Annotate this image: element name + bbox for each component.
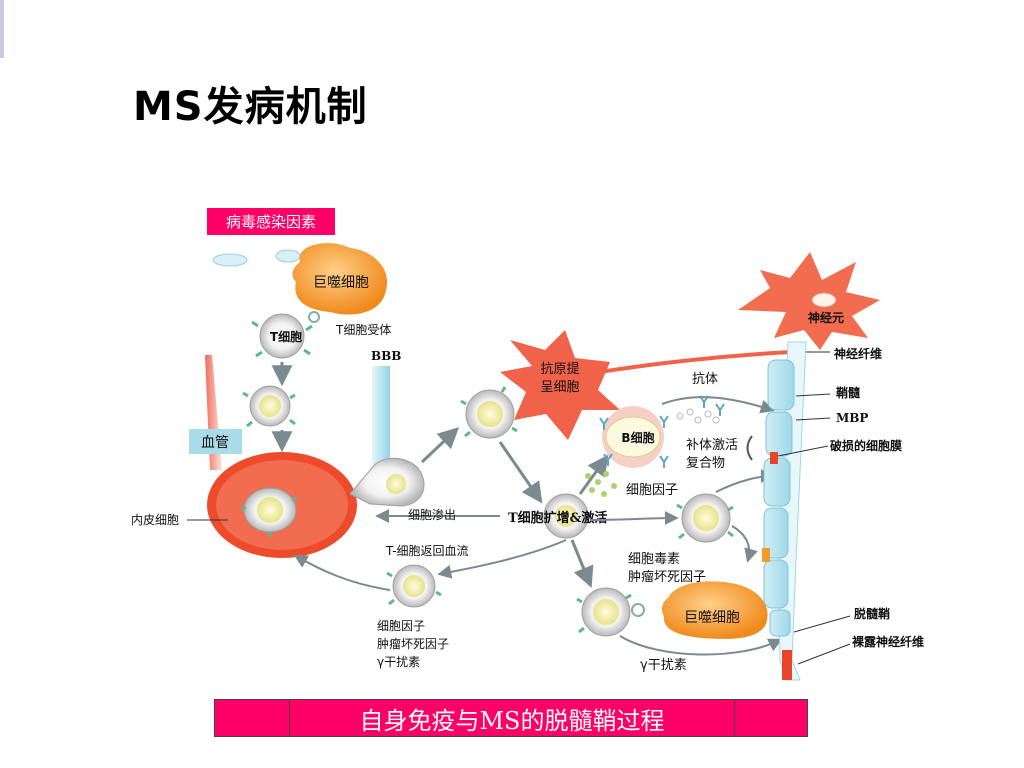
complement-bracket <box>746 435 753 461</box>
page-title: MS发病机制 <box>133 84 368 130</box>
arrow-extravasation <box>420 427 460 464</box>
slide-edge-accent <box>0 0 4 58</box>
arrow-to-vessel <box>293 554 391 591</box>
apc-dendrite <box>599 350 791 374</box>
t-cell-bottom <box>576 587 632 637</box>
virus-label: 病毒感染因素 <box>226 213 316 231</box>
nerve-fiber-label: 神经纤维 <box>834 346 882 361</box>
t-cell-top <box>251 313 313 359</box>
antibody-label: 抗体 <box>692 372 718 387</box>
arrow-to-expansion <box>498 441 543 504</box>
arrow-to-b-cell <box>578 454 609 495</box>
neuron-label: 神经元 <box>808 310 844 325</box>
t-cell-return-label: T-细胞返回血流 <box>385 544 469 558</box>
nerve-fiber-axon <box>762 341 807 681</box>
cytotoxin-label-1: 细胞毒素 <box>628 552 680 567</box>
macrophage-top-shape <box>292 243 388 315</box>
bare-fiber-label: 裸露神经纤维 <box>852 634 924 649</box>
t-cell-label: T细胞 <box>270 329 302 344</box>
caption-cell-left <box>215 700 290 736</box>
caption-bar: 自身免疫与MS的脱髓鞘过程 <box>214 699 808 737</box>
virus-icon <box>212 249 301 267</box>
damaged-membrane-label: 破损的细胞膜 <box>830 438 902 453</box>
neuron-body <box>738 252 880 350</box>
arrow-macrophage-axon <box>619 635 783 656</box>
blood-vessel-label-box <box>189 429 242 454</box>
macrophage-bottom-label: 巨噬细胞 <box>684 610 740 626</box>
cytokine-mid-label: 细胞因子 <box>626 483 678 498</box>
blood-vessel-label: 血管 <box>201 435 229 451</box>
interferon-bottom-label: γ干扰素 <box>640 658 687 673</box>
b-cell-label: B细胞 <box>621 430 654 445</box>
cytokines-left-2: 肿瘤坏死因子 <box>377 636 449 651</box>
cell-infiltration-label: 细胞渗出 <box>408 507 456 522</box>
arrow-cytotoxin <box>731 525 758 563</box>
t-cell-activated <box>460 386 518 439</box>
damaged-membrane-pointer <box>777 445 829 457</box>
caption-cell-right <box>734 700 807 736</box>
cytotoxin-label-2: 肿瘤坏死因子 <box>628 569 706 585</box>
caption-text: 自身免疫与MS的脱髓鞘过程 <box>359 706 665 735</box>
receptor-dot-icon <box>308 311 320 323</box>
bare-fiber-pointer <box>797 643 851 665</box>
arrow-return <box>437 539 567 579</box>
macrophage-bottom-shape <box>661 581 768 639</box>
endothelial-cross-section <box>207 452 357 558</box>
myelin-label: 鞘髓 <box>836 385 861 400</box>
complement-label-2: 复合物 <box>686 456 725 471</box>
myelin-pointer <box>795 393 831 397</box>
t-cell-receptor-label: T细胞受体 <box>335 323 391 337</box>
complement-dots <box>676 408 720 424</box>
t-cell-expansion <box>543 493 589 539</box>
demyelination-pointer <box>793 615 851 633</box>
cytokines-left-3: γ干扰素 <box>377 655 420 669</box>
demyelination-label: 脱髓鞘 <box>854 606 890 621</box>
t-cell-expansion-label: T细胞扩增&激活 <box>508 510 607 526</box>
complement-label-1: 补体激活 <box>686 438 738 453</box>
t-cell-rolling <box>242 385 296 428</box>
apc-label-line1: 抗原提 <box>540 361 579 377</box>
virus-label-box <box>207 208 335 235</box>
t-cell-right <box>676 493 734 543</box>
mbp-label: MBP <box>836 411 868 425</box>
arrow-antibody <box>661 396 775 414</box>
arrow-to-right-cell <box>589 511 679 526</box>
arrow-to-cytotoxic <box>570 539 594 588</box>
endothelial-cell-label: 内皮细胞 <box>131 513 179 527</box>
t-cell-returning <box>386 564 442 608</box>
macrophage-top-label: 巨噬细胞 <box>313 275 369 291</box>
cytokine-dots <box>585 471 617 497</box>
apc-label-line2: 呈细胞 <box>540 380 579 395</box>
receptor-dot-icon-2 <box>631 603 645 617</box>
bbb-label: BBB <box>371 349 401 363</box>
neuron-nucleus <box>811 292 837 308</box>
mbp-pointer <box>795 417 831 421</box>
bbb-barrier <box>372 366 390 488</box>
t-cell-exiting <box>349 457 425 507</box>
apc-shape <box>500 330 620 440</box>
cytokines-left-1: 细胞因子 <box>377 619 425 633</box>
b-cell <box>602 406 664 468</box>
